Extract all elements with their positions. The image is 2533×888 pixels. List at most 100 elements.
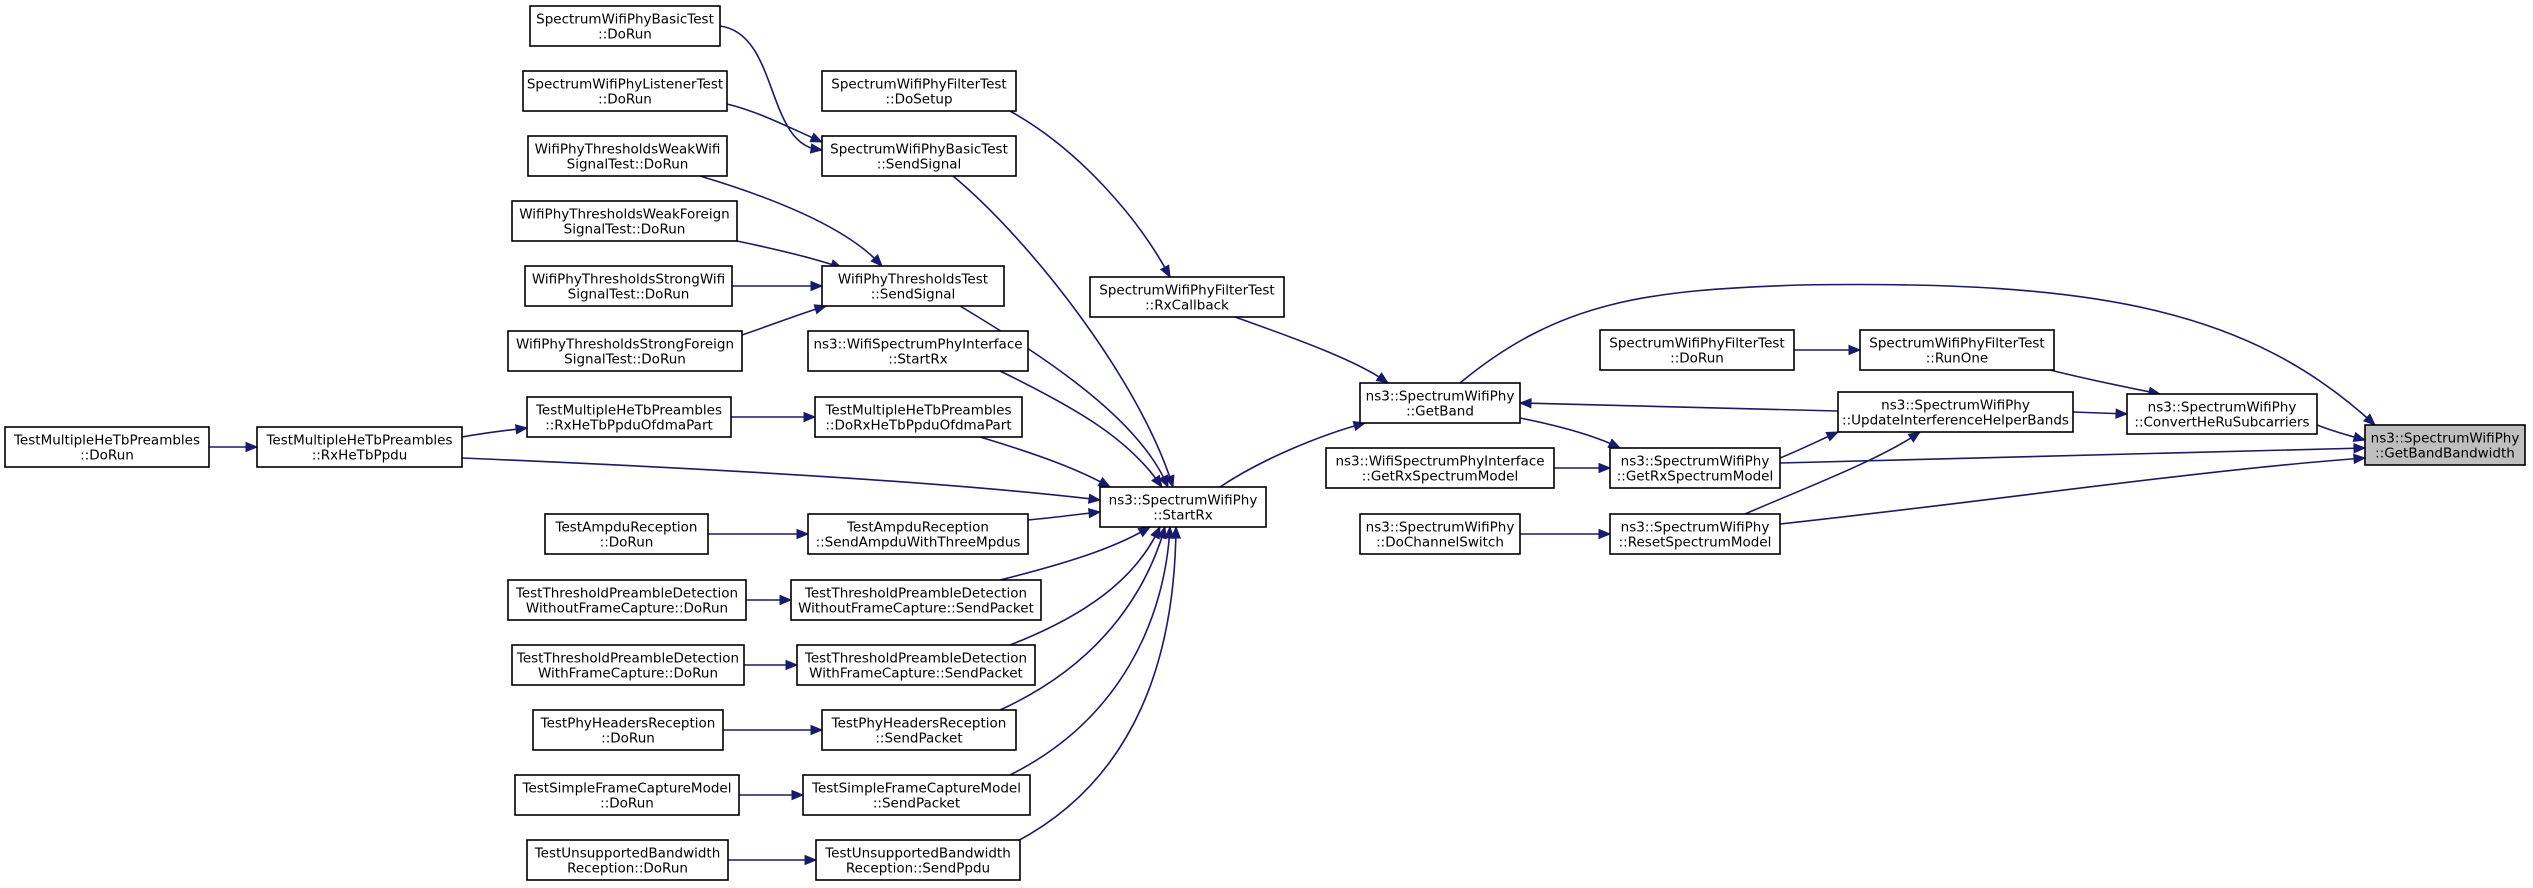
- node-filter-runone[interactable]: SpectrumWifiPhyFilterTest::RunOne: [1859, 329, 2055, 371]
- node-box: [511, 644, 745, 686]
- node-label-line: SpectrumWifiPhyListenerTest: [527, 77, 723, 93]
- node-listener-dorun[interactable]: SpectrumWifiPhyListenerTest::DoRun: [522, 70, 728, 112]
- node-box: [514, 774, 740, 816]
- node-mhe-dorun[interactable]: TestMultipleHeTbPreambles::DoRun: [4, 426, 210, 468]
- edge-line: [699, 175, 883, 267]
- node-label-line: ns3::WifiSpectrumPhyInterface: [1335, 454, 1544, 470]
- node-label-line: ::ResetSpectrumModel: [1619, 535, 1772, 551]
- arrowhead-icon: [1151, 474, 1163, 489]
- node-phyhdr-send[interactable]: TestPhyHeadersReception::SendPacket: [821, 709, 1017, 751]
- node-label-line: SpectrumWifiPhyFilterTest: [831, 77, 1006, 93]
- node-mhe-rxofdma[interactable]: TestMultipleHeTbPreambles::RxHeTbPpduOfd…: [526, 396, 732, 438]
- node-label-line: ::SendPacket: [875, 731, 962, 747]
- node-box: [802, 774, 1031, 816]
- node-swp-startrx[interactable]: ns3::SpectrumWifiPhy::StartRx: [1099, 486, 1267, 528]
- node-label-line: ns3::SpectrumWifiPhy: [1366, 520, 1515, 536]
- node-box: [527, 135, 728, 177]
- node-label-line: ::DoRun: [598, 27, 652, 43]
- node-swp-updateinterference[interactable]: ns3::SpectrumWifiPhy::UpdateInterference…: [1837, 391, 2074, 433]
- node-tpd-wo-dorun[interactable]: TestThresholdPreambleDetectionWithoutFra…: [507, 579, 747, 621]
- node-weakforeign-dorun[interactable]: WifiPhyThresholdsWeakForeignSignalTest::…: [511, 200, 738, 242]
- node-label-line: TestMultipleHeTbPreambles: [13, 433, 200, 449]
- edge-line: [979, 436, 1111, 488]
- node-label-line: ::GetRxSpectrumModel: [1617, 469, 1773, 485]
- node-tpd-w-dorun[interactable]: TestThresholdPreambleDetectionWithFrameC…: [511, 644, 745, 686]
- node-tpd-wo-send[interactable]: TestThresholdPreambleDetectionWithoutFra…: [790, 579, 1042, 621]
- node-sfcm-dorun[interactable]: TestSimpleFrameCaptureModel::DoRun: [514, 774, 740, 816]
- node-label-line: SpectrumWifiPhyFilterTest: [1609, 336, 1784, 352]
- arrowhead-icon: [1097, 476, 1112, 488]
- node-label-line: WifiPhyThresholdsWeakWifi: [535, 142, 721, 158]
- node-basic-dorun[interactable]: SpectrumWifiPhyBasicTest::DoRun: [529, 5, 721, 47]
- node-label-line: ::SendSignal: [877, 157, 962, 173]
- node-box: [1859, 329, 2055, 371]
- node-swp-dochannelswitch[interactable]: ns3::SpectrumWifiPhy::DoChannelSwitch: [1359, 513, 1521, 555]
- node-ampdu-dorun[interactable]: TestAmpduReception::DoRun: [544, 513, 709, 555]
- node-box: [544, 513, 709, 555]
- edge-mhe_dorxofdma-to-swp_startrx: [979, 436, 1112, 488]
- node-phyhdr-dorun[interactable]: TestPhyHeadersReception::DoRun: [532, 709, 724, 751]
- arrowhead-icon: [1848, 344, 1862, 356]
- edge-line: [1219, 422, 1366, 488]
- node-label-line: SpectrumWifiPhyFilterTest: [1099, 283, 1274, 299]
- node-label-line: WithoutFrameCapture::SendPacket: [798, 601, 1034, 617]
- node-box: [1609, 513, 1781, 555]
- edge-mhe_dorun-to-mhe_rxhetbppdu: [209, 441, 259, 453]
- node-box: [1099, 486, 1267, 528]
- node-label-line: SpectrumWifiPhyBasicTest: [830, 142, 1008, 158]
- node-label-line: ::DoChannelSwitch: [1376, 535, 1504, 551]
- node-thresholds-sendsignal[interactable]: WifiPhyThresholdsTest::SendSignal: [821, 265, 1005, 307]
- node-tpd-w-send[interactable]: TestThresholdPreambleDetectionWithFrameC…: [796, 644, 1036, 686]
- node-swp-convertheru[interactable]: ns3::SpectrumWifiPhy::ConvertHeRuSubcarr…: [2126, 393, 2318, 435]
- arrowhead-icon: [1087, 493, 1102, 504]
- edge-swp_resetspectrummodel-to-swp_updateinterference: [1744, 431, 1922, 515]
- node-label-line: TestMultipleHeTbPreambles: [535, 403, 722, 419]
- edge-line: [1519, 402, 1839, 412]
- node-label-line: ::SendPacket: [873, 796, 960, 812]
- node-weakwifi-dorun[interactable]: WifiPhyThresholdsWeakWifiSignalTest::DoR…: [527, 135, 728, 177]
- node-box: [532, 709, 724, 751]
- arrowhead-icon: [809, 143, 824, 154]
- node-swp-getband[interactable]: ns3::SpectrumWifiPhy::GetBand: [1359, 382, 1521, 424]
- edge-line: [959, 305, 1169, 488]
- node-strongforeign-dorun[interactable]: WifiPhyThresholdsStrongForeignSignalTest…: [507, 330, 743, 372]
- node-filter-rxcallback[interactable]: SpectrumWifiPhyFilterTest::RxCallback: [1089, 276, 1285, 318]
- edge-swp_getrxspectrummodel-to-swp_getbandbandwidth: [1779, 442, 2367, 464]
- node-box: [814, 396, 1023, 438]
- node-mhe-rxhetbppdu[interactable]: TestMultipleHeTbPreambles::RxHeTbPpdu: [256, 426, 463, 468]
- node-box: [526, 396, 732, 438]
- node-unsup-send[interactable]: TestUnsupportedBandwidthReception::SendP…: [815, 839, 1021, 881]
- node-label-line: WifiPhyThresholdsStrongForeign: [516, 337, 734, 353]
- arrowhead-icon: [245, 441, 259, 453]
- node-swp-resetspectrummodel[interactable]: ns3::SpectrumWifiPhy::ResetSpectrumModel: [1609, 513, 1781, 555]
- edge-line: [2049, 369, 2161, 395]
- node-label-line: WifiPhyThresholdsWeakForeign: [519, 207, 730, 223]
- node-label-line: SignalTest::DoRun: [568, 287, 690, 303]
- node-filter-dosetup[interactable]: SpectrumWifiPhyFilterTest::DoSetup: [821, 70, 1017, 112]
- node-wsi-getrxspectrummodel[interactable]: ns3::WifiSpectrumPhyInterface::GetRxSpec…: [1325, 447, 1555, 489]
- node-ampdu-send[interactable]: TestAmpduReception::SendAmpduWithThreeMp…: [807, 513, 1029, 555]
- node-basic-sendsignal[interactable]: SpectrumWifiPhyBasicTest::SendSignal: [821, 135, 1017, 177]
- node-label-line: TestPhyHeadersReception: [831, 716, 1007, 732]
- node-strongwifi-dorun[interactable]: WifiPhyThresholdsStrongWifiSignalTest::D…: [524, 265, 733, 307]
- node-label-line: ::GetBand: [1406, 404, 1474, 420]
- edge-thresholds_sendsignal-to-swp_startrx: [959, 305, 1169, 489]
- edge-line: [1744, 431, 1921, 515]
- edge-line: [999, 526, 1166, 711]
- node-label-line: TestThresholdPreambleDetection: [515, 586, 738, 602]
- node-wsi-startrx[interactable]: ns3::WifiSpectrumPhyInterface::StartRx: [807, 330, 1029, 372]
- node-box: [1359, 513, 1521, 555]
- node-filter-dorun[interactable]: SpectrumWifiPhyFilterTest::DoRun: [1599, 329, 1795, 371]
- node-mhe-dorxofdma[interactable]: TestMultipleHeTbPreambles::DoRxHeTbPpduO…: [814, 396, 1023, 438]
- node-box: [526, 839, 729, 881]
- edge-line: [1009, 526, 1171, 776]
- node-swp-getrxspectrummodel[interactable]: ns3::SpectrumWifiPhy::GetRxSpectrumModel: [1609, 447, 1781, 489]
- edge-line: [1519, 417, 1621, 449]
- node-swp-getbandbandwidth[interactable]: ns3::SpectrumWifiPhy::GetBandBandwidth: [2364, 424, 2526, 466]
- node-sfcm-send[interactable]: TestSimpleFrameCaptureModel::SendPacket: [802, 774, 1031, 816]
- arrowhead-icon: [803, 411, 817, 423]
- arrowhead-icon: [779, 594, 793, 606]
- node-box: [4, 426, 210, 468]
